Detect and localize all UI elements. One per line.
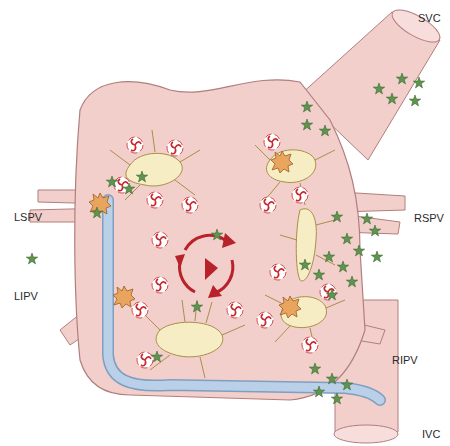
activity-bursts	[89, 151, 301, 318]
burst	[279, 296, 301, 318]
rotor	[132, 302, 148, 318]
vessel-label: IVC	[422, 428, 440, 440]
rotor	[270, 264, 286, 280]
star	[301, 101, 312, 112]
rotor-core	[205, 258, 218, 280]
ganglion	[255, 145, 335, 205]
burst	[113, 286, 135, 308]
star	[409, 95, 420, 106]
ectopic-foci	[26, 73, 424, 404]
star	[191, 301, 202, 312]
star	[123, 183, 134, 194]
rotor	[302, 337, 318, 353]
burst	[271, 151, 293, 173]
star	[337, 261, 348, 272]
rotor-head	[175, 254, 185, 268]
star	[136, 171, 147, 182]
rotor	[167, 140, 183, 156]
star	[331, 211, 342, 222]
star	[341, 233, 352, 244]
rotor	[264, 134, 280, 150]
left-atrium	[75, 80, 365, 400]
rotor	[152, 277, 168, 293]
rotor	[147, 192, 163, 208]
star	[319, 125, 330, 136]
rotor	[182, 197, 198, 213]
star	[91, 207, 102, 218]
star	[346, 276, 357, 287]
star	[396, 73, 407, 84]
star	[211, 229, 222, 240]
star	[309, 363, 320, 374]
vessel-label: LSPV	[14, 211, 42, 223]
rotors	[114, 134, 336, 368]
star	[313, 386, 324, 397]
vessel-label: RSPV	[414, 212, 444, 224]
rotor	[292, 187, 308, 203]
rotor	[137, 352, 153, 368]
rotor-head	[208, 285, 222, 298]
star	[326, 289, 337, 300]
star	[373, 83, 384, 94]
star	[353, 245, 364, 256]
star	[26, 253, 37, 264]
central-rotor	[175, 233, 236, 298]
star	[301, 119, 312, 130]
ganglion	[110, 130, 200, 200]
star	[323, 251, 334, 262]
ganglion	[145, 300, 245, 378]
rotor-head	[222, 233, 236, 248]
star	[341, 379, 352, 390]
rotor	[227, 302, 243, 318]
star	[386, 93, 397, 104]
ivc-opening	[334, 425, 398, 443]
star	[106, 176, 117, 187]
rotor	[257, 312, 273, 328]
rotor	[152, 232, 168, 248]
rotor	[127, 137, 143, 153]
star	[413, 77, 424, 88]
star	[299, 259, 310, 270]
vessel-label: SVC	[418, 12, 441, 24]
ganglionated-plexi	[110, 130, 345, 378]
vessel-label: LIPV	[14, 290, 38, 302]
star	[369, 225, 380, 236]
coronary-sinus	[108, 200, 380, 400]
rotor	[260, 197, 276, 213]
rotor-arc	[180, 262, 195, 292]
ganglion	[280, 209, 335, 281]
star	[371, 251, 382, 262]
rotor-arc	[215, 260, 233, 293]
coronary-sinus-fill	[108, 200, 380, 400]
star	[361, 213, 372, 224]
vessel-label: RIPV	[392, 354, 418, 366]
star	[151, 351, 162, 362]
star	[331, 393, 342, 404]
star	[326, 373, 337, 384]
svc-opening	[388, 4, 445, 48]
star	[313, 269, 324, 280]
